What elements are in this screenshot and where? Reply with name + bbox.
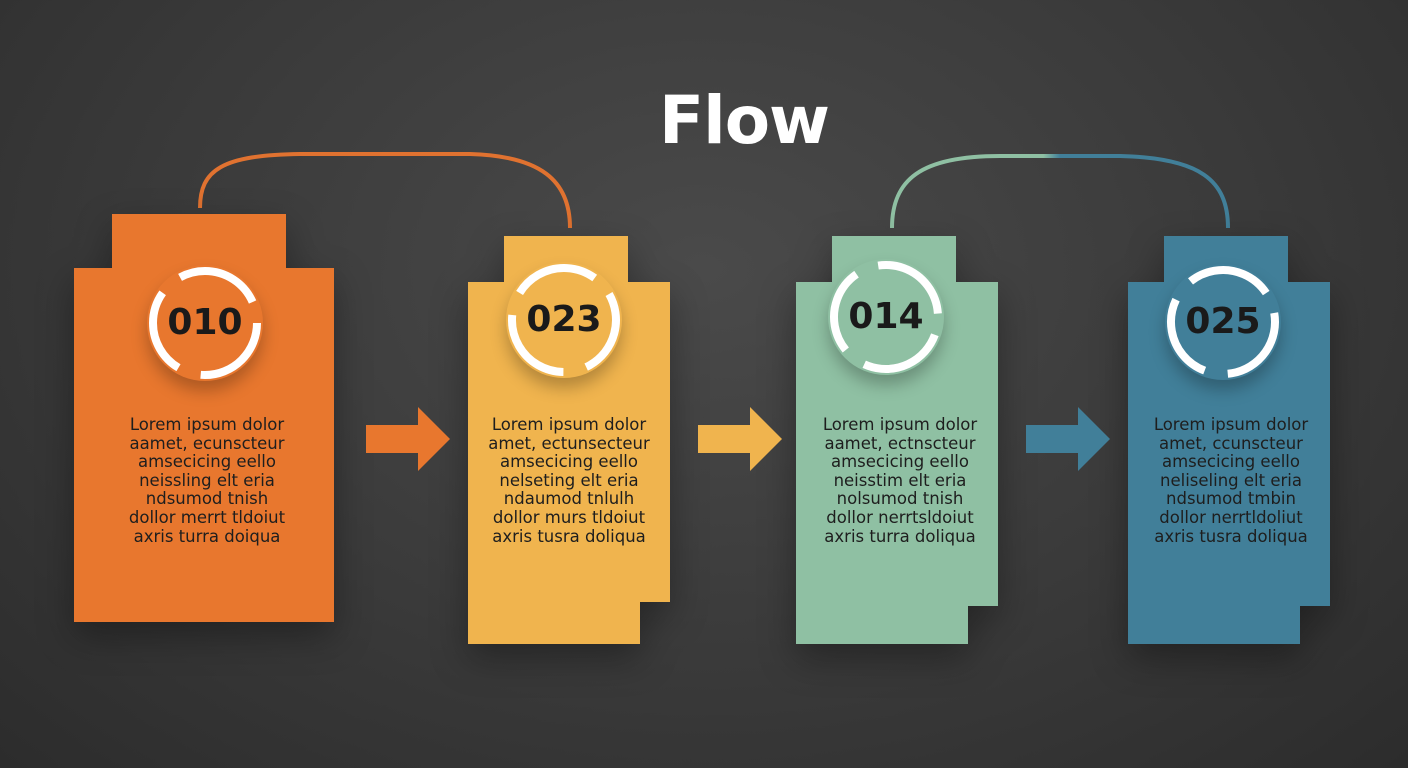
card-foot [796, 600, 968, 644]
text-line: Lorem ipsum dolor [491, 415, 647, 434]
text-line: Lorem ipsum dolor [822, 415, 978, 434]
card-tab [112, 214, 286, 274]
step-number-3: 014 [848, 296, 924, 337]
text-line: nolsumod tnish [836, 489, 964, 509]
text-line: ndaumod tnlulh [503, 489, 635, 509]
text-line: neliseling elt eria [1160, 470, 1302, 490]
step-card-2 [468, 236, 670, 644]
text-line: aamet, ecunscteur [129, 433, 285, 453]
step-description-2: Lorem ipsum dolor amet, ectunsecteur ams… [449, 415, 689, 546]
text-line: neissling elt eria [139, 470, 275, 490]
text-line: amsecicing eello [138, 452, 276, 472]
text-line: aamet, ectnscteur [824, 433, 976, 453]
step-description-4: Lorem ipsum dolor amet, ccunscteur amsec… [1111, 415, 1351, 546]
card-foot [468, 596, 640, 644]
text-line: amet, ectunsecteur [488, 433, 650, 453]
step-badge-4: 025 [1165, 264, 1281, 380]
text-line: Lorem ipsum dolor [1153, 415, 1309, 434]
text-line: nelseting elt eria [499, 470, 639, 490]
text-line: axris tusra doliqua [492, 526, 646, 546]
text-line: dollor nerrtsldoiut [826, 507, 974, 527]
text-line: amet, ccunscteur [1159, 433, 1303, 453]
text-line: amsecicing eello [500, 452, 638, 472]
step-badge-1: 010 [147, 265, 263, 381]
text-line: dollor nerrtldoliut [1159, 507, 1303, 527]
step-number-1: 010 [167, 302, 243, 343]
step-badge-2: 023 [506, 262, 622, 378]
text-line: axris tusra doliqua [1154, 526, 1308, 546]
step-description-1: Lorem ipsum dolor aamet, ecunscteur amse… [87, 415, 327, 546]
step-number-2: 023 [526, 299, 602, 340]
text-line: axris turra doiqua [133, 526, 281, 546]
text-line: axris turra doliqua [824, 526, 976, 546]
text-line: dollor murs tldoiut [492, 507, 646, 527]
arrow-right-icon [366, 407, 450, 471]
card-foot [1128, 600, 1300, 644]
step-number-4: 025 [1185, 301, 1261, 342]
text-line: neisstim elt eria [833, 470, 967, 490]
step-description-3: Lorem ipsum dolor aamet, ectnscteur amse… [780, 415, 1020, 546]
step-badge-3: 014 [828, 259, 944, 375]
text-line: dollor merrt tldoiut [128, 507, 286, 527]
text-line: ndsumod tnish [145, 489, 269, 509]
diagram-title: Flow [658, 82, 830, 159]
connector-arc-1 [198, 152, 572, 229]
text-line: ndsumod tmbin [1166, 489, 1296, 509]
text-line: amsecicing eello [1162, 452, 1300, 472]
arrow-right-icon [1026, 407, 1110, 471]
connector-arc-2 [890, 154, 1230, 229]
arrow-right-icon [698, 407, 782, 471]
text-line: Lorem ipsum dolor [129, 415, 285, 434]
text-line: amsecicing eello [831, 452, 969, 472]
